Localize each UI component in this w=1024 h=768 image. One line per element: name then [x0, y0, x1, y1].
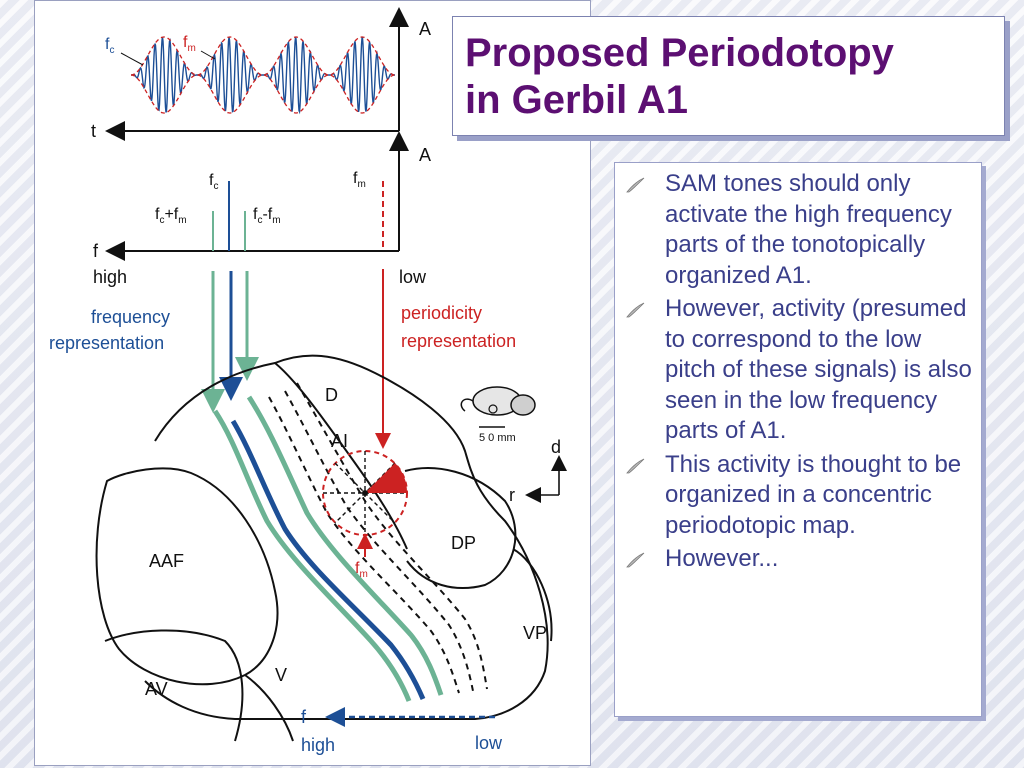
dp-boundary — [404, 467, 517, 589]
quill-bullet-icon — [626, 177, 645, 193]
vp-boundary — [512, 548, 553, 642]
envelope-top — [131, 36, 395, 76]
bottom-axis-f-label: f — [301, 707, 307, 727]
ai-boundary — [274, 362, 408, 550]
spectrum-high-label: high — [93, 267, 127, 287]
spectrum-fc-label: fc — [209, 172, 218, 192]
dashed-iso-line-1 — [268, 396, 460, 694]
envelope-bottom — [131, 74, 395, 114]
orientation-d-label: d — [551, 437, 561, 457]
area-av-label: AV — [145, 679, 168, 699]
carrier-wave — [131, 36, 395, 115]
circle-sector — [365, 463, 408, 493]
frequency-label-line2: representation — [49, 333, 164, 353]
title-line-1: Proposed Periodotopy — [465, 31, 894, 75]
projection-arrows: frequency representation periodicity rep… — [49, 269, 516, 449]
bullet-text: However... — [665, 545, 779, 572]
circle-fm-label: fm — [355, 560, 368, 580]
bullet-item: However... — [615, 544, 975, 575]
v-boundary — [244, 674, 294, 742]
figure-svg: A t fc fm A f high low fc fc+fm fc-fm fm… — [49, 7, 567, 755]
bottom-axis-low-label: low — [475, 733, 503, 753]
spectrum-low-label: low — [399, 267, 427, 287]
orientation-r-label: r — [509, 485, 515, 505]
fm-pointer — [200, 50, 216, 60]
dashed-iso-line-2 — [284, 390, 474, 692]
bullet-text: This activity is thought to be organized… — [665, 450, 962, 539]
area-vp-label: VP — [523, 623, 547, 643]
blue-iso-line — [230, 419, 426, 700]
quill-bullet-icon — [626, 302, 645, 318]
spectrum-axis-f-label: f — [93, 241, 99, 261]
bullet-item: This activity is thought to be organized… — [615, 450, 975, 542]
waveform-fc-label: fc — [105, 36, 114, 56]
bullet-item: SAM tones should only activate the high … — [615, 169, 975, 291]
area-dp-label: DP — [451, 533, 476, 553]
waveform-axis-a-label: A — [419, 19, 431, 39]
green-iso-line-1 — [212, 409, 412, 702]
slide-title: Proposed Periodotopy in Gerbil A1 — [465, 30, 894, 124]
frequency-label-line1: frequency — [91, 307, 170, 327]
brain-inset-icon: 5 0 mm — [460, 386, 536, 444]
area-v-label: V — [275, 665, 287, 685]
quill-bullet-icon — [626, 458, 645, 473]
fc-pointer — [120, 52, 144, 66]
cortex-map: fm D AI DP AAF VP AV V — [95, 354, 553, 742]
spectrum-plot: A f high low fc fc+fm fc-fm fm — [93, 131, 431, 287]
av-boundary — [104, 629, 244, 742]
periodicity-label-line2: representation — [401, 331, 516, 351]
area-d-label: D — [325, 385, 338, 405]
scale-label: 5 0 mm — [479, 432, 516, 444]
bottom-axis-high-label: high — [301, 735, 335, 755]
bottom-frequency-axis: f high low — [301, 707, 503, 755]
bullet-text: However, activity (presumed to correspon… — [665, 295, 972, 444]
spectrum-fc-minus-fm-label: fc-fm — [253, 206, 281, 226]
spectrum-fc-plus-fm-label: fc+fm — [155, 206, 187, 226]
area-ai-label: AI — [331, 431, 348, 451]
orientation-indicator: d r — [509, 437, 567, 505]
bullet-text-box: SAM tones should only activate the high … — [614, 162, 982, 717]
bullet-item: However, activity (presumed to correspon… — [615, 294, 975, 447]
title-box: Proposed Periodotopy in Gerbil A1 — [452, 16, 1005, 136]
title-line-2: in Gerbil A1 — [465, 78, 689, 122]
waveform-axis-t-label: t — [91, 121, 96, 141]
green-iso-line-2 — [246, 395, 444, 696]
waveform-fm-label: fm — [183, 34, 196, 54]
area-aaf-label: AAF — [149, 551, 184, 571]
sam-waveform-plot: A t fc fm — [91, 7, 431, 141]
bullet-text: SAM tones should only activate the high … — [665, 170, 952, 289]
bullet-list: SAM tones should only activate the high … — [615, 169, 975, 578]
spectrum-fm-label: fm — [353, 170, 366, 190]
spectrum-axis-a-label: A — [419, 145, 431, 165]
periodicity-label-line1: periodicity — [401, 303, 482, 323]
aaf-boundary — [95, 467, 279, 686]
quill-bullet-icon — [626, 552, 645, 568]
